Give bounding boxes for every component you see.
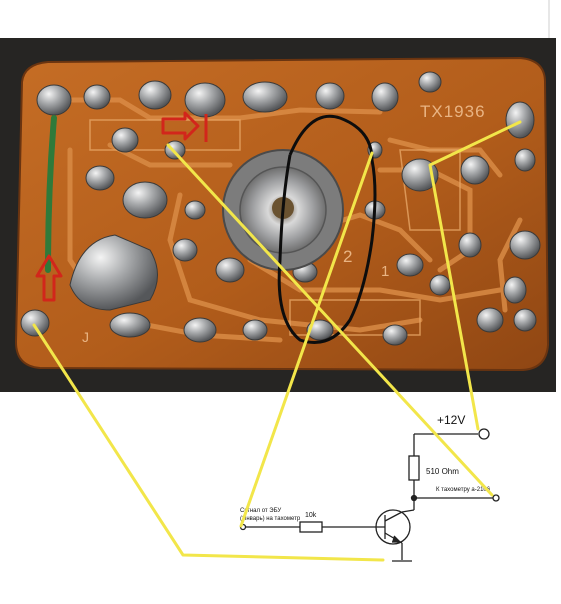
base-resistor-label: 10k <box>305 512 317 519</box>
yellow-annotation-lines <box>32 120 522 562</box>
wire-input-to-board <box>239 151 374 528</box>
pullup-resistor <box>408 455 420 481</box>
board-corner-mark: J <box>82 329 89 345</box>
board-digit-1: 1 <box>381 263 389 280</box>
board-digit-2: 2 <box>343 247 352 266</box>
red-arrow-right-icon <box>161 111 208 142</box>
red-arrow-up-icon <box>35 254 63 302</box>
output-terminal <box>492 494 500 502</box>
board-marking-text: TX1936 <box>420 102 486 121</box>
wire-ground-to-board <box>32 323 385 562</box>
wire-output-to-board <box>166 143 494 497</box>
input-label-line2: (Январь) на тахометр <box>240 516 301 522</box>
wire-supply-to-board <box>428 120 522 431</box>
transistor-schematic <box>239 428 500 562</box>
supply-voltage-label: +12V <box>437 413 465 427</box>
pullup-resistor-label: 510 Ohm <box>426 467 459 476</box>
green-jumper-wire <box>45 115 57 273</box>
output-label: К тахометру а-2106 <box>436 487 491 493</box>
input-label-line1: Сигнал от ЭБУ <box>240 508 281 514</box>
base-resistor <box>299 521 323 533</box>
supply-terminal <box>478 428 490 440</box>
black-wire-loops <box>277 114 377 344</box>
